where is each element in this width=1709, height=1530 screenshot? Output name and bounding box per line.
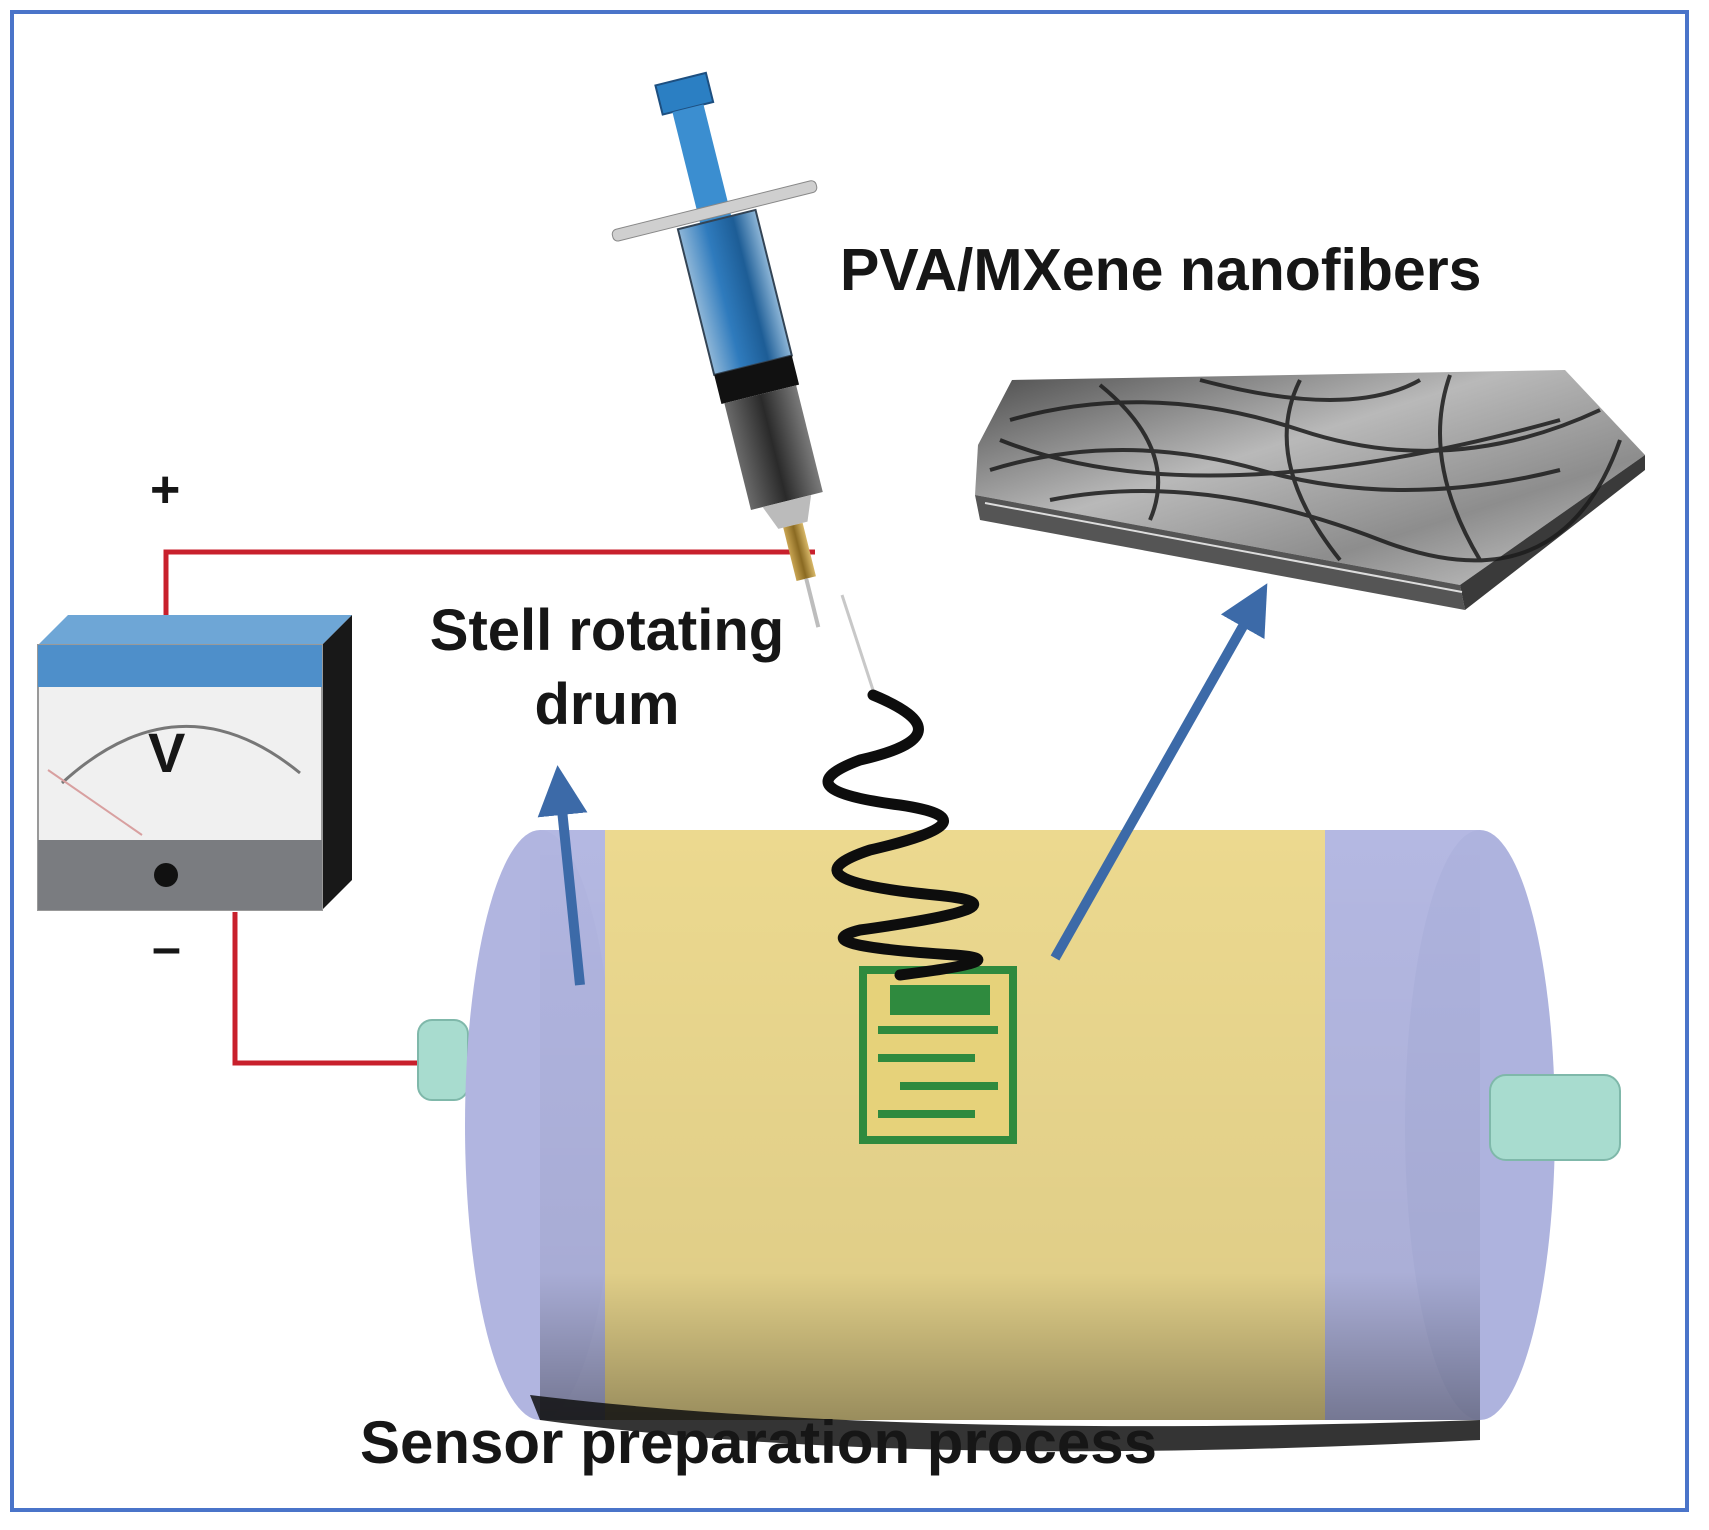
- drum-label: Stell rotating drum: [392, 594, 822, 742]
- caption: Sensor preparation process: [360, 1409, 1157, 1476]
- drum-label-line2: drum: [534, 672, 680, 737]
- voltmeter-icon: [37, 615, 352, 911]
- voltmeter-symbol: V: [148, 721, 186, 784]
- drum-label-line1: Stell rotating: [429, 598, 785, 663]
- fiber-jet-icon: [822, 594, 984, 981]
- circuit-wires: [163, 549, 815, 1066]
- diagram-frame: [10, 10, 1689, 1512]
- positive-terminal-label: +: [150, 461, 181, 519]
- syringe-icon: [611, 71, 823, 628]
- nanofibers-label: PVA/MXene nanofibers: [840, 237, 1482, 303]
- nanofiber-mat-icon: [975, 370, 1645, 610]
- rotating-drum-icon: [417, 830, 1621, 1452]
- electrode-icon: [859, 966, 1017, 1144]
- flow-arrows: [537, 583, 1268, 986]
- negative-terminal-label: –: [152, 919, 181, 977]
